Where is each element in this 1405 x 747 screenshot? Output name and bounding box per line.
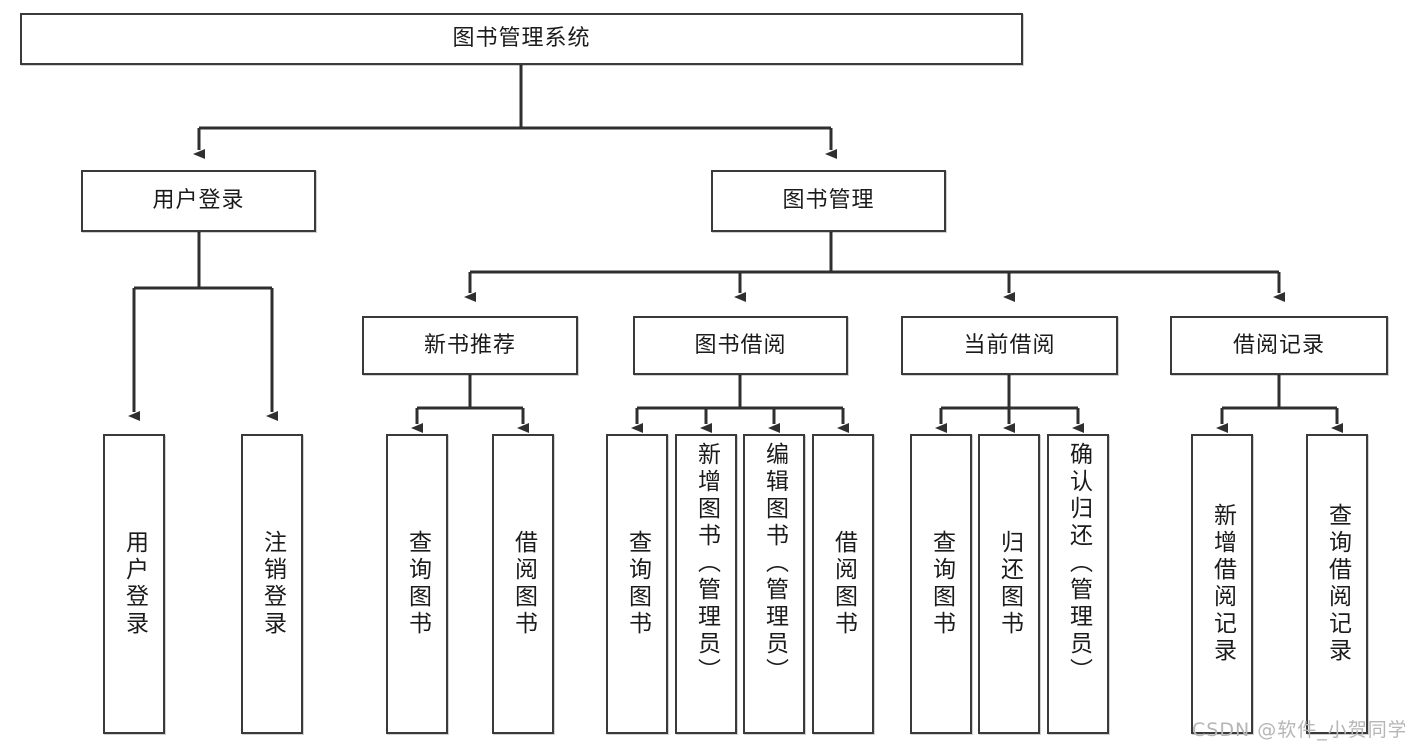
node-leaf-add-book[interactable]: 新增图书（管理员）: [675, 434, 737, 734]
node-borrow-record[interactable]: 借阅记录: [1170, 316, 1388, 375]
node-user-login-label: 用户登录: [152, 188, 245, 214]
node-new-book-recommend-label: 新书推荐: [423, 332, 516, 358]
node-leaf-borrow-book-newbook-label: 借阅图书: [510, 530, 537, 638]
node-leaf-borrow-book[interactable]: 借阅图书: [812, 434, 874, 734]
node-leaf-add-book-label: 新增图书（管理员）: [693, 442, 720, 685]
node-current-borrow[interactable]: 当前借阅: [901, 316, 1118, 375]
node-leaf-confirm-return[interactable]: 确认归还（管理员）: [1047, 434, 1109, 734]
node-leaf-logout[interactable]: 注销登录: [241, 434, 303, 734]
node-leaf-user-login-label: 用户登录: [121, 530, 148, 638]
node-leaf-user-login[interactable]: 用户登录: [103, 434, 165, 734]
watermark-text: CSDN @软件_小贺同学: [1192, 719, 1405, 741]
node-leaf-confirm-return-label: 确认归还（管理员）: [1065, 442, 1092, 685]
node-book-borrow[interactable]: 图书借阅: [633, 316, 848, 375]
node-current-borrow-label: 当前借阅: [963, 332, 1056, 358]
node-leaf-query-book-borrow[interactable]: 查询图书: [606, 434, 668, 734]
node-borrow-record-label: 借阅记录: [1232, 332, 1325, 358]
node-leaf-borrow-book-newbook[interactable]: 借阅图书: [492, 434, 554, 734]
node-leaf-edit-book[interactable]: 编辑图书（管理员）: [743, 434, 805, 734]
node-leaf-query-borrow-record-label: 查询借阅记录: [1324, 503, 1351, 665]
node-leaf-query-book-newbook[interactable]: 查询图书: [386, 434, 448, 734]
node-new-book-recommend[interactable]: 新书推荐: [362, 316, 578, 375]
node-user-login[interactable]: 用户登录: [81, 170, 316, 232]
node-leaf-add-borrow-record-label: 新增借阅记录: [1209, 503, 1236, 665]
node-leaf-edit-book-label: 编辑图书（管理员）: [761, 442, 788, 685]
node-leaf-query-borrow-record[interactable]: 查询借阅记录: [1306, 434, 1368, 734]
node-leaf-query-book-newbook-label: 查询图书: [404, 530, 431, 638]
node-book-management[interactable]: 图书管理: [711, 170, 946, 232]
node-leaf-query-book-current-label: 查询图书: [928, 530, 955, 638]
node-leaf-borrow-book-label: 借阅图书: [830, 530, 857, 638]
node-leaf-return-book[interactable]: 归还图书: [978, 434, 1040, 734]
node-leaf-query-book-current[interactable]: 查询图书: [910, 434, 972, 734]
node-book-management-label: 图书管理: [782, 188, 875, 214]
node-book-borrow-label: 图书借阅: [694, 332, 787, 358]
node-leaf-query-book-borrow-label: 查询图书: [624, 530, 651, 638]
node-leaf-return-book-label: 归还图书: [996, 530, 1023, 638]
node-leaf-logout-label: 注销登录: [259, 530, 286, 638]
node-leaf-add-borrow-record[interactable]: 新增借阅记录: [1191, 434, 1253, 734]
node-root[interactable]: 图书管理系统: [20, 13, 1023, 65]
node-root-label: 图书管理系统: [452, 26, 591, 52]
